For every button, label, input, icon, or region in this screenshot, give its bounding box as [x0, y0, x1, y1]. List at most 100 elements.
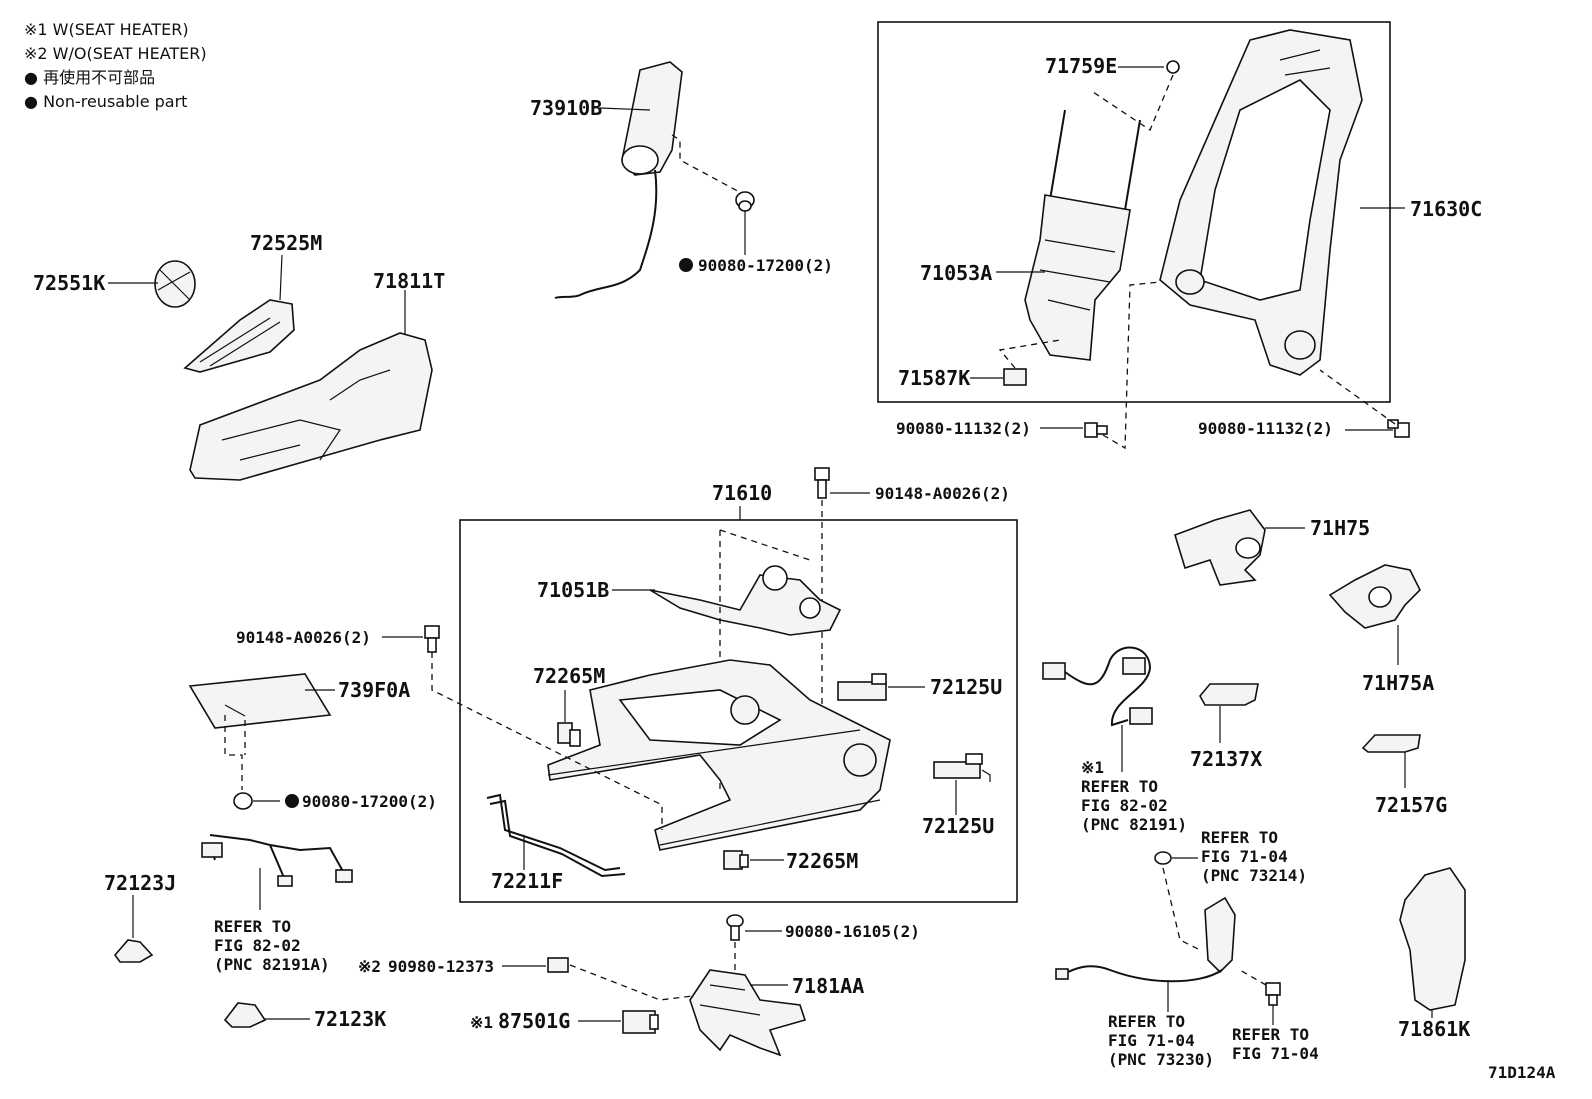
ref-harness-line1: REFER TO [214, 917, 291, 936]
ref-73230-line1: REFER TO [1108, 1012, 1185, 1031]
part-71861K[interactable] [1399, 867, 1466, 1011]
label-90080-17200-left: 90080-17200(2) [302, 792, 437, 811]
label-72125U-top: 72125U [930, 675, 1002, 699]
ref-heater-line2: FIG 82-02 [1081, 796, 1168, 815]
part-90080-11132-left-bolt[interactable] [1084, 422, 1108, 438]
ref-buckle-line1: REFER TO [1232, 1025, 1309, 1044]
label-71H75A: 71H75A [1362, 671, 1434, 695]
part-71811T[interactable] [189, 332, 433, 481]
part-90980-12373-connector[interactable] [547, 957, 569, 973]
part-71759E[interactable] [1166, 60, 1180, 74]
label-71H75: 71H75 [1310, 516, 1370, 540]
part-90080-16105-screw[interactable] [726, 914, 744, 941]
part-72265M-top[interactable] [557, 722, 581, 747]
part-73910B[interactable] [554, 61, 746, 299]
ref-73214-line2: FIG 71-04 [1201, 847, 1288, 866]
part-seat-belt-buckle[interactable] [1055, 867, 1236, 983]
ref-73230-line3: (PNC 73230) [1108, 1050, 1214, 1069]
part-71587K[interactable] [1003, 368, 1027, 386]
label-87501G: 87501G [498, 1009, 570, 1033]
label-72123J: 72123J [104, 871, 176, 895]
legend-note-2: ※2 W/O(SEAT HEATER) [24, 44, 207, 63]
label-71051B: 71051B [537, 578, 609, 602]
label-90148-A0026-top: 90148-A0026(2) [875, 484, 1010, 503]
legend: ※1 W(SEAT HEATER) ※2 W/O(SEAT HEATER) ● … [24, 18, 207, 114]
part-72125U-top[interactable] [837, 673, 887, 701]
label-72125U-bottom: 72125U [922, 814, 994, 838]
part-739F0A[interactable] [188, 673, 332, 729]
label-72137X: 72137X [1190, 747, 1262, 771]
non-reusable-dot-icon [285, 794, 299, 808]
figure-id: 71D124A [1488, 1063, 1556, 1082]
part-71H75[interactable] [1174, 509, 1266, 586]
part-buckle-bolt[interactable] [1265, 982, 1281, 1006]
label-72157G: 72157G [1375, 793, 1447, 817]
label-72265M-bottom: 72265M [786, 849, 858, 873]
label-72123K: 72123K [314, 1007, 386, 1031]
label-72525M: 72525M [250, 231, 322, 255]
part-72137X[interactable] [1199, 683, 1259, 706]
label-7181AA: 7181AA [792, 974, 864, 998]
part-72125U-bottom[interactable] [933, 753, 991, 782]
label-90980-12373: 90980-12373 [388, 957, 494, 976]
part-72157G[interactable] [1361, 734, 1421, 753]
legend-non-reusable-en: ● Non-reusable part [24, 92, 188, 111]
ref-buckle-line2: FIG 71-04 [1232, 1044, 1319, 1063]
ref-73230-line2: FIG 71-04 [1108, 1031, 1195, 1050]
seat-track-group-box [459, 519, 1018, 903]
label-73910B: 73910B [530, 96, 602, 120]
ref-harness-line3: (PNC 82191A) [214, 955, 330, 974]
part-72525M[interactable] [183, 299, 295, 373]
non-reusable-dot-icon: ● [24, 68, 38, 87]
part-72211F[interactable] [486, 793, 626, 878]
ref-73214-line3: (PNC 73214) [1201, 866, 1307, 885]
label-90080-11132-right: 90080-11132(2) [1198, 419, 1333, 438]
part-heater-harness-82191[interactable] [1042, 646, 1153, 727]
part-72123J[interactable] [113, 939, 154, 963]
part-71051B[interactable] [649, 565, 842, 636]
part-seat-track-frame[interactable] [547, 659, 891, 851]
label-72265M-top: 72265M [533, 664, 605, 688]
label-71610: 71610 [712, 481, 772, 505]
ref-73214-line1: REFER TO [1201, 828, 1278, 847]
label-90148-A0026-left: 90148-A0026(2) [236, 628, 371, 647]
label-72551K: 72551K [33, 271, 105, 295]
non-reusable-dot-icon: ● [24, 92, 38, 111]
part-71630C[interactable] [1159, 29, 1363, 376]
ref-harness-line2: FIG 82-02 [214, 936, 301, 955]
label-71053A: 71053A [920, 261, 992, 285]
part-7181AA[interactable] [689, 969, 807, 1057]
part-72265M-bottom[interactable] [723, 850, 749, 870]
part-90080-11132-right-bolt[interactable] [1387, 419, 1410, 438]
ref-heater-line3: (PNC 82191) [1081, 815, 1187, 834]
label-71759E: 71759E [1045, 54, 1117, 78]
part-71H75A[interactable] [1328, 564, 1421, 629]
part-seat-belt-73214[interactable] [1154, 851, 1172, 865]
legend-note-1: ※1 W(SEAT HEATER) [24, 20, 189, 39]
label-739F0A: 739F0A [338, 678, 410, 702]
label-72211F: 72211F [491, 869, 563, 893]
ref-heater-line1: REFER TO [1081, 777, 1158, 796]
part-90148-A0026-left-bolt[interactable] [424, 625, 440, 653]
part-90080-17200-top-nut[interactable] [735, 191, 755, 212]
part-harness-82191A[interactable] [201, 834, 353, 887]
label-90080-16105: 90080-16105(2) [785, 922, 920, 941]
seatback-frame-group-box [877, 21, 1391, 403]
ref-heater-prefix: ※1 [1081, 758, 1104, 777]
part-87501G[interactable] [622, 1010, 659, 1034]
label-90080-11132-left: 90080-11132(2) [896, 419, 1031, 438]
label-71587K: 71587K [898, 366, 970, 390]
part-72123K[interactable] [223, 1002, 267, 1028]
part-90148-A0026-top-bolt[interactable] [814, 467, 830, 499]
part-72551K[interactable] [154, 260, 196, 308]
label-90980-prefix: ※2 [358, 957, 381, 976]
label-71861K: 71861K [1398, 1017, 1470, 1041]
part-90080-17200-left-nut[interactable] [233, 792, 253, 810]
legend-non-reusable-jp: ● 再使用不可部品 [24, 68, 156, 87]
part-71053A[interactable] [1024, 109, 1141, 361]
non-reusable-dot-icon [679, 258, 693, 272]
label-87501G-prefix: ※1 [470, 1013, 493, 1032]
label-71630C: 71630C [1410, 197, 1482, 221]
label-71811T: 71811T [373, 269, 445, 293]
